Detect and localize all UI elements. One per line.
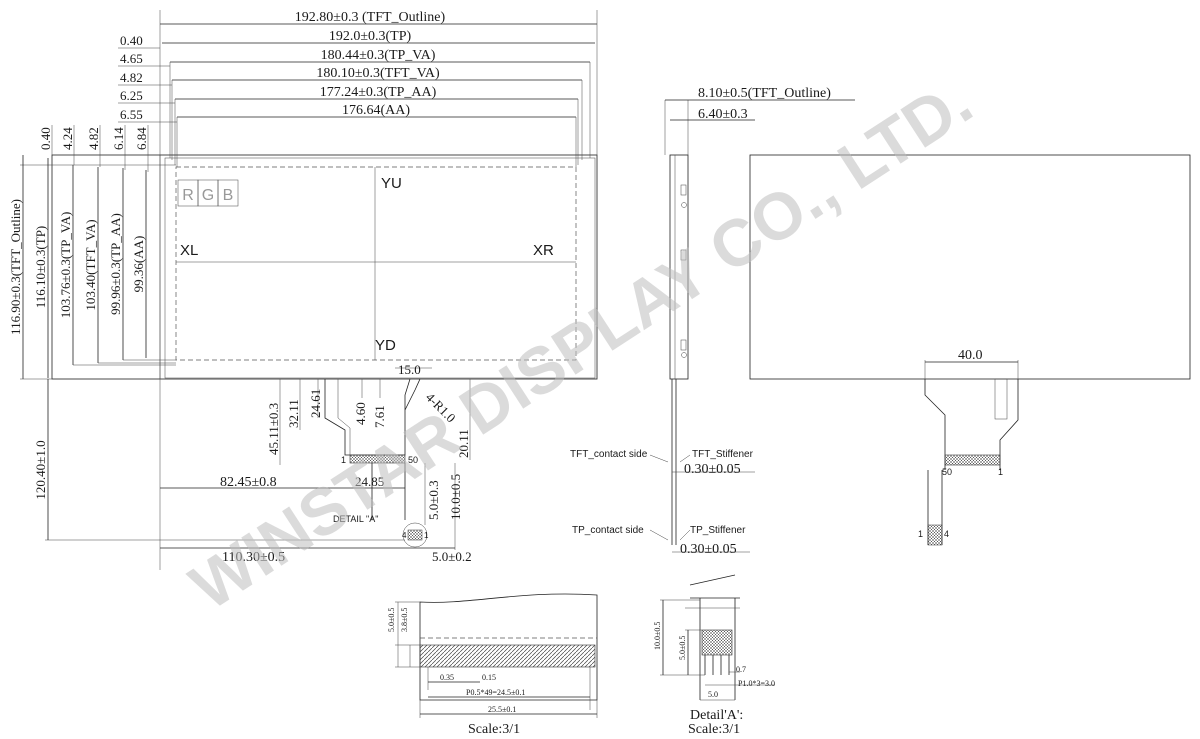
fpc-dim-45-11: 45.11±0.3 <box>266 403 281 455</box>
fpc-pin-end: 50 <box>408 455 418 465</box>
fpc-dim-5-0-tab: 5.0±0.2 <box>432 549 472 564</box>
detail-a-dim-10: 10.0±0.5 <box>653 622 662 650</box>
dim-aa-height: 99.36(AA) <box>131 236 146 293</box>
dim-tp-width: 192.0±0.3(TP) <box>329 29 412 44</box>
fpc-dim-110-30: 110.30±0.5 <box>222 550 285 565</box>
fpc-dim-5-0: 5.0±0.3 <box>426 480 441 520</box>
fpc-dim-82-45: 82.45±0.8 <box>220 475 277 490</box>
fpc-detail-pin-4: 4 <box>402 531 407 540</box>
side-dim-tft-stiffener: 0.30±0.05 <box>684 462 741 477</box>
watermark: WINSTAR DISPLAY CO., LTD. <box>177 64 984 624</box>
detail-a-title: Detail'A': <box>690 708 743 723</box>
fpc-tail: 15.0 4-R1.0 4.60 7.61 24.61 32.11 45.11±… <box>33 362 472 570</box>
detail-fpc-contacts: 5.0±0.5 3.8±0.5 0.35 0.15 P0.5*49=24.5±0… <box>387 593 598 737</box>
offset-h-1: 0.40 <box>120 33 143 48</box>
detail-dim-pitch: P0.5*49=24.5±0.1 <box>466 688 525 697</box>
dim-aa-width: 176.64(AA) <box>342 103 410 118</box>
dim-tft-outline-height: 116.90±0.3(TFT_Outline) <box>8 199 23 335</box>
fpc-dim-24-85: 24.85 <box>355 474 384 489</box>
back-tab-pin-4: 4 <box>944 529 949 539</box>
detail-dim-5-0: 5.0±0.5 <box>387 608 396 632</box>
offset-v-4: 6.14 <box>111 127 126 150</box>
fpc-dim-24-61: 24.61 <box>308 389 323 418</box>
detail-dim-0-35: 0.35 <box>440 673 454 682</box>
side-label-tp-stiffener: TP_Stiffener <box>690 525 746 536</box>
axis-label-yu: YU <box>381 175 402 192</box>
axis-label-yd: YD <box>375 337 396 354</box>
fpc-dim-4-60: 4.60 <box>353 402 368 425</box>
offset-h-5: 6.55 <box>120 107 143 122</box>
fpc-dim-7-61: 7.61 <box>372 405 387 428</box>
side-label-tp-contact: TP_contact side <box>572 525 644 536</box>
side-label-tft-contact: TFT_contact side <box>570 449 648 460</box>
dim-tp-aa-width: 177.24±0.3(TP_AA) <box>320 85 437 100</box>
pixel-label-b: B <box>223 187 234 204</box>
fpc-dim-20-11: 20.11 <box>456 429 471 458</box>
detail-a-dim-5: 5.0±0.5 <box>678 636 687 660</box>
detail-a-scale: Scale:3/1 <box>688 722 740 737</box>
detail-a: 10.0±0.5 5.0±0.5 0.7 P1.0*3=3.0 5.0 Deta… <box>653 574 775 737</box>
detail-a-dim-0-7: 0.7 <box>736 665 746 674</box>
back-dim-40: 40.0 <box>958 348 983 363</box>
axis-label-xl: XL <box>180 242 198 259</box>
back-pin-50: 50 <box>942 467 952 477</box>
offset-v-5: 6.84 <box>134 127 149 150</box>
dim-tft-va-width: 180.10±0.3(TFT_VA) <box>316 66 440 81</box>
dim-tp-aa-height: 99.96±0.3(TP_AA) <box>108 213 123 315</box>
fpc-pin-start: 1 <box>341 455 346 465</box>
offset-v-3: 4.82 <box>86 127 101 150</box>
side-dim-tp-stiffener: 0.30±0.05 <box>680 542 737 557</box>
pixel-label-r: R <box>182 187 194 204</box>
offset-h-4: 6.25 <box>120 88 143 103</box>
detail-a-dim-pitch: P1.0*3=3.0 <box>738 679 775 688</box>
fpc-dim-32-11: 32.11 <box>286 399 301 428</box>
dim-tp-va-width: 180.44±0.3(TP_VA) <box>321 48 436 63</box>
fpc-detail-pin-1: 1 <box>424 531 429 540</box>
detail-dim-25-5: 25.5±0.1 <box>488 705 516 714</box>
dim-tp-height: 116.10±0.3(TP) <box>33 226 48 308</box>
fpc-detail-label: DETAIL "A" <box>333 514 378 524</box>
front-view: R G B YU XL XR YD 192.80±0.3 (TFT_Outlin… <box>8 10 598 380</box>
detail-fpc-scale: Scale:3/1 <box>468 722 520 737</box>
axis-label-xr: XR <box>533 242 554 259</box>
side-view: 8.10±0.5(TFT_Outline) 6.40±0.3 TFT_conta… <box>570 86 855 557</box>
offset-v-1: 0.40 <box>38 127 53 150</box>
detail-dim-3-8: 3.8±0.5 <box>400 608 409 632</box>
side-label-tft-stiffener: TFT_Stiffener <box>692 449 754 460</box>
side-dim-6-40: 6.40±0.3 <box>698 107 748 122</box>
dim-tp-va-height: 103.76±0.3(TP_VA) <box>58 212 73 319</box>
dim-tft-va-height: 103.40(TFT_VA) <box>83 219 98 310</box>
dim-tft-outline-width: 192.80±0.3 (TFT_Outline) <box>295 10 446 25</box>
offset-h-3: 4.82 <box>120 70 143 85</box>
detail-dim-0-15: 0.15 <box>482 673 496 682</box>
back-tab-pin-1: 1 <box>918 529 923 539</box>
detail-a-dim-5-0: 5.0 <box>708 690 718 699</box>
offset-h-2: 4.65 <box>120 51 143 66</box>
active-area <box>175 166 577 361</box>
fpc-dim-width: 15.0 <box>398 362 421 377</box>
offset-v-2: 4.24 <box>60 127 75 150</box>
fpc-dim-10-0: 10.0±0.5 <box>448 474 463 520</box>
fpc-dim-120-40: 120.40±1.0 <box>33 440 48 499</box>
back-pin-1: 1 <box>998 467 1003 477</box>
pixel-label-g: G <box>202 187 214 204</box>
side-dim-outline: 8.10±0.5(TFT_Outline) <box>698 86 831 101</box>
back-view: 40.0 50 1 1 4 <box>749 154 1191 546</box>
